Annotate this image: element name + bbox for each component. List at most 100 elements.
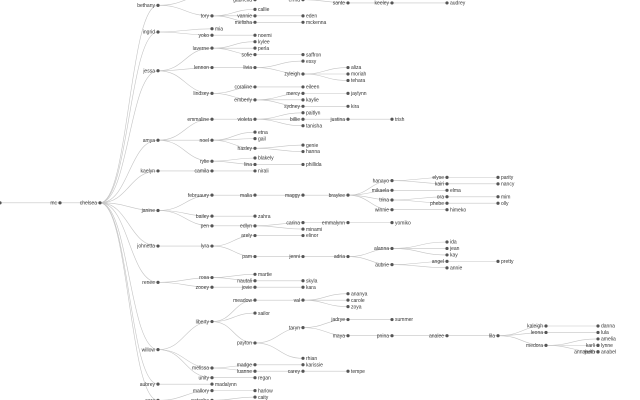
tree-node-payton[interactable]: payton <box>237 341 257 347</box>
tree-node-billie[interactable]: billie <box>290 117 305 123</box>
tree-node-phebe[interactable]: phebe <box>430 201 449 207</box>
tree-node-unity[interactable]: unity <box>198 375 214 381</box>
tree-node-edlyn[interactable]: edlyn <box>240 224 257 230</box>
tree-node-mia[interactable]: mia <box>210 26 223 32</box>
tree-node-himeko[interactable]: himeko <box>445 207 466 213</box>
tree-node-audrey[interactable]: audrey <box>445 1 466 7</box>
tree-node-jenni[interactable]: jenni <box>288 254 305 260</box>
tree-node-tehara[interactable]: tehara <box>346 78 365 84</box>
tree-node-emmaline[interactable]: emmaline <box>187 117 214 123</box>
tree-node-nancy[interactable]: nancy <box>496 182 515 188</box>
tree-node-maggy[interactable]: maggy <box>285 193 305 199</box>
tree-node-kairi[interactable]: kairi <box>435 182 449 188</box>
tree-node-angel[interactable]: angel <box>432 259 449 265</box>
tree-node-parity[interactable]: parity <box>496 175 514 181</box>
tree-node-phillida[interactable]: phillida <box>301 162 322 168</box>
tree-node-kaelyn[interactable]: kaelyn <box>141 169 160 175</box>
tree-node-mckenna[interactable]: mckenna <box>301 20 327 26</box>
tree-node-februaury[interactable]: februaury <box>188 193 214 199</box>
tree-node-aubrie[interactable]: aubrie <box>375 262 394 268</box>
tree-node-pretty[interactable]: pretty <box>496 259 514 265</box>
tree-node-regan[interactable]: regan <box>253 375 271 381</box>
tree-node-tory[interactable]: tory <box>201 14 214 20</box>
tree-node-braylee[interactable]: braylee <box>329 193 350 199</box>
tree-node-skyla[interactable]: skyla <box>301 278 318 284</box>
tree-node-medora[interactable]: medora <box>526 343 548 349</box>
tree-node-camila[interactable]: camila <box>195 169 214 175</box>
tree-node-olly[interactable]: olly <box>496 201 509 207</box>
tree-node-zooey[interactable]: zooey <box>196 285 214 291</box>
tree-node-hanayo[interactable]: hanayo <box>373 178 394 184</box>
tree-node-elyse[interactable]: elyse <box>432 175 449 181</box>
tree-node-amelia[interactable]: amelia <box>596 337 616 343</box>
tree-node-winnie[interactable]: winnie <box>375 207 394 213</box>
tree-node-pam[interactable]: pam <box>242 254 257 260</box>
tree-node-trish[interactable]: trish <box>390 117 405 123</box>
tree-node-pnina[interactable]: pnina <box>377 333 394 339</box>
tree-node-kaleigh[interactable]: kaleigh <box>527 324 548 330</box>
tree-node-hanna[interactable]: hanna <box>301 149 320 155</box>
tree-node-keeley[interactable]: keeley <box>375 1 394 7</box>
tree-node-elma[interactable]: elma <box>445 188 461 194</box>
tree-node-malia[interactable]: malia <box>240 193 257 199</box>
tree-node-genie[interactable]: genie <box>301 143 318 149</box>
tree-node-madge[interactable]: madge <box>237 362 257 368</box>
tree-node-jean[interactable]: jean <box>445 246 460 252</box>
tree-node-mercy[interactable]: mercy <box>286 91 305 97</box>
tree-node-amya[interactable]: amya <box>143 138 160 144</box>
tree-node-ananya[interactable]: ananya <box>346 291 368 297</box>
tree-node-yuko[interactable]: yuko <box>584 350 600 356</box>
tree-node-jadrye[interactable]: jadrye <box>330 317 350 323</box>
tree-node-harlow[interactable]: harlow <box>253 388 273 394</box>
tree-node-mim[interactable]: mim <box>496 194 510 200</box>
tree-node-maya[interactable]: maya <box>333 333 350 339</box>
tree-node-carina[interactable]: carina <box>286 220 305 226</box>
tree-node-kay[interactable]: kay <box>445 253 458 259</box>
tree-node-val[interactable]: val <box>294 298 305 304</box>
tree-node-kara[interactable]: kara <box>301 285 316 291</box>
tree-node-summer[interactable]: summer <box>390 317 413 323</box>
tree-node-noemi[interactable]: noemi <box>253 33 272 39</box>
tree-node-blakely[interactable]: blakely <box>253 156 274 162</box>
tree-node-justina[interactable]: justina <box>330 117 350 123</box>
tree-node-sofie[interactable]: sofie <box>241 52 257 58</box>
tree-node-tanisha[interactable]: tanisha <box>301 123 322 129</box>
tree-node-coraline[interactable]: coraline <box>234 85 257 91</box>
tree-node-rylie[interactable]: rylie <box>200 159 214 165</box>
tree-node-nautali[interactable]: nautali <box>237 278 257 284</box>
tree-node-aubrey[interactable]: aubrey <box>140 382 160 388</box>
tree-node-jessa[interactable]: jessa <box>142 68 160 74</box>
tree-node-essy[interactable]: essy <box>301 59 317 65</box>
tree-node-liberty[interactable]: liberty <box>196 319 214 325</box>
tree-node-alanna[interactable]: alanna <box>374 246 394 252</box>
tree-node-meadow[interactable]: meadow <box>233 298 257 304</box>
tree-node-yoko[interactable]: yoko <box>198 33 214 39</box>
tree-node-analee[interactable]: analee <box>429 333 449 339</box>
tree-node-jovie[interactable]: jovie <box>241 285 257 291</box>
tree-node-bailey[interactable]: bailey <box>196 214 214 220</box>
tree-node-tempe[interactable]: tempe <box>346 369 365 375</box>
tree-node-paitlyn[interactable]: paitlyn <box>301 110 321 116</box>
tree-node-rhian[interactable]: rhian <box>301 356 317 362</box>
tree-node-pen[interactable]: pen <box>201 224 214 230</box>
tree-node-rosa[interactable]: rosa <box>199 275 214 281</box>
tree-node-sailor[interactable]: sailor <box>253 311 270 317</box>
tree-node-mikaela[interactable]: mikaela <box>372 188 394 194</box>
tree-node-leona[interactable]: leona <box>531 330 548 336</box>
tree-node-ora[interactable]: ora <box>437 194 449 200</box>
tree-node-hasley[interactable]: hasley <box>238 146 257 152</box>
tree-node-noel[interactable]: noel <box>200 138 214 144</box>
tree-node-gail[interactable]: gail <box>253 136 266 142</box>
tree-node-kylee[interactable]: kylee <box>253 39 270 45</box>
tree-node-renee[interactable]: renee <box>142 280 160 286</box>
tree-node-lyra[interactable]: lyra <box>201 244 214 250</box>
tree-node-gabriella[interactable]: gabriella <box>233 0 257 3</box>
tree-node-bethany[interactable]: bethany <box>137 3 160 9</box>
tree-node-mc[interactable]: mc <box>50 201 62 207</box>
tree-node-moriah[interactable]: moriah <box>346 72 367 78</box>
tree-node-willow[interactable]: willow <box>142 347 160 353</box>
tree-node-erma[interactable]: erma <box>289 0 305 3</box>
tree-node-johnetta[interactable]: johnetta <box>136 244 160 250</box>
tree-node-perla[interactable]: perla <box>253 46 269 52</box>
tree-node-emmalynn[interactable]: emmalynn <box>322 220 350 226</box>
